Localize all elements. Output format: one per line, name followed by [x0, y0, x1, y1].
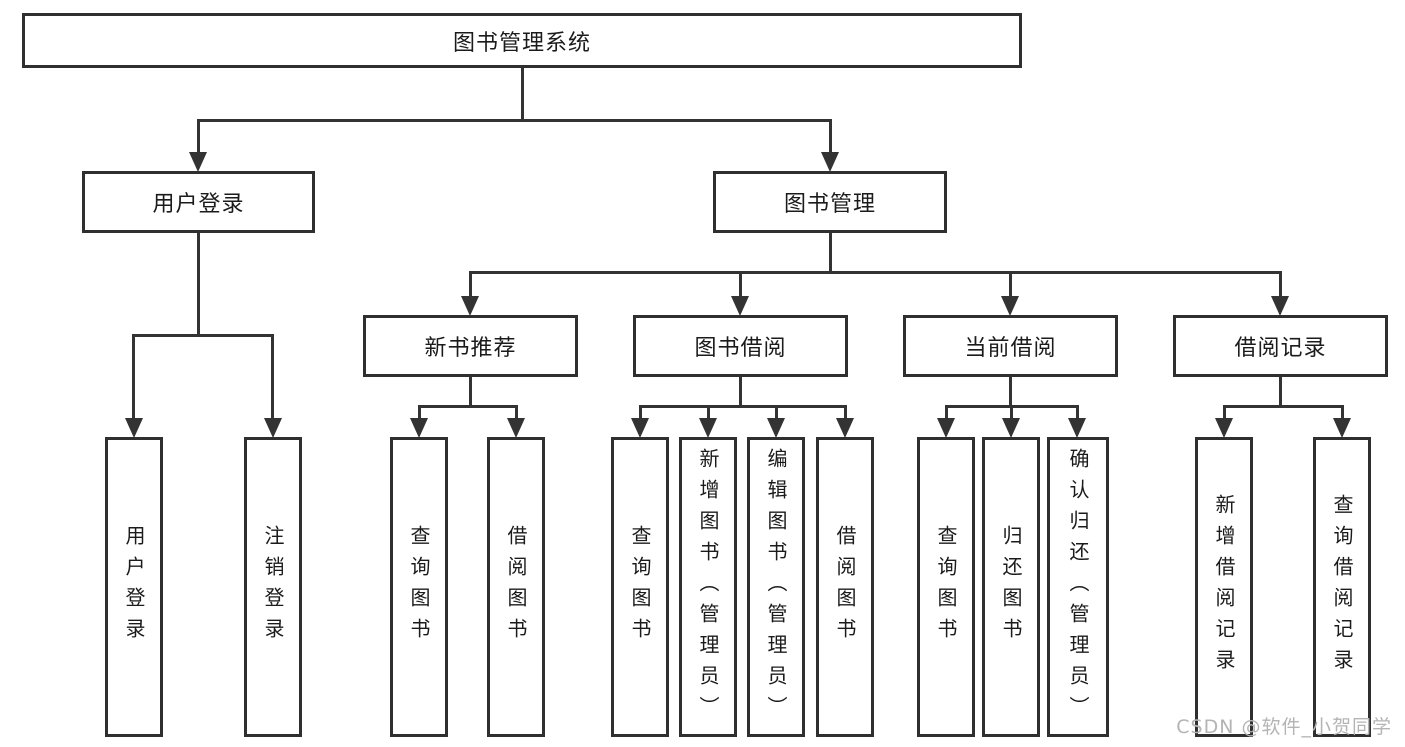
arrow-down-icon	[507, 418, 525, 438]
leaf-add-book-admin: 新增图书（管理员）	[679, 437, 737, 737]
connector-vline	[197, 119, 200, 157]
node-label: 借阅图书	[833, 525, 857, 649]
csdn-watermark: CSDN @软件_小贺同学	[1176, 716, 1392, 738]
node-label: 当前借阅	[964, 336, 1057, 361]
connector-vline	[844, 405, 847, 423]
arrow-down-icon	[1271, 296, 1289, 316]
connector-vline	[1009, 271, 1012, 301]
connector-vline	[1279, 271, 1282, 301]
arrow-down-icon	[410, 418, 428, 438]
connector-vline	[639, 405, 642, 423]
node-book-management: 图书管理	[713, 171, 947, 233]
connector-vline	[1076, 405, 1079, 423]
connector-hline	[469, 271, 1282, 274]
connector-vline	[739, 271, 742, 301]
arrow-down-icon	[1333, 418, 1351, 438]
connector-hline	[132, 334, 274, 337]
connector-vline	[829, 231, 832, 274]
connector-vline	[521, 66, 524, 121]
leaf-logout: 注销登录	[244, 437, 302, 737]
connector-vline	[1223, 405, 1226, 423]
arrow-down-icon	[125, 418, 143, 438]
connector-vline	[829, 119, 832, 157]
node-label: 图书管理系统	[452, 30, 591, 56]
arrow-down-icon	[1068, 418, 1086, 438]
node-label: 新书推荐	[424, 336, 517, 361]
node-label: 编辑图书（管理员）	[764, 447, 788, 727]
connector-hline	[639, 405, 847, 408]
arrow-down-icon	[836, 418, 854, 438]
connector-vline	[775, 405, 778, 423]
arrow-down-icon	[731, 296, 749, 316]
node-label: 注销登录	[261, 525, 285, 649]
arrow-down-icon	[264, 418, 282, 438]
connector-vline	[1009, 375, 1012, 408]
node-new-book-recommend: 新书推荐	[363, 315, 578, 377]
leaf-borrow-books: 借阅图书	[487, 437, 545, 737]
leaf-edit-book-admin: 编辑图书（管理员）	[747, 437, 805, 737]
leaf-query-books-2: 查询图书	[611, 437, 669, 737]
connector-vline	[132, 334, 135, 424]
arrow-down-icon	[937, 418, 955, 438]
connector-hline	[197, 119, 832, 122]
node-label: 用户登录	[122, 525, 146, 649]
connector-vline	[945, 405, 948, 423]
connector-vline	[1279, 375, 1282, 408]
node-user-login: 用户登录	[82, 171, 315, 233]
leaf-return-book: 归还图书	[982, 437, 1040, 737]
connector-vline	[469, 375, 472, 408]
leaf-query-books: 查询图书	[390, 437, 448, 737]
node-label: 图书管理	[783, 192, 876, 217]
connector-vline	[515, 405, 518, 423]
leaf-add-borrow-record: 新增借阅记录	[1195, 437, 1253, 737]
connector-hline	[418, 405, 518, 408]
leaf-confirm-return-admin: 确认归还（管理员）	[1047, 437, 1109, 737]
arrow-down-icon	[699, 418, 717, 438]
connector-vline	[739, 375, 742, 408]
node-current-borrowing: 当前借阅	[903, 315, 1118, 377]
node-label: 新增图书（管理员）	[696, 447, 720, 727]
node-label: 借阅图书	[504, 525, 528, 649]
node-label: 用户登录	[152, 192, 245, 217]
connector-vline	[1341, 405, 1344, 423]
leaf-query-books-3: 查询图书	[917, 437, 975, 737]
arrow-down-icon	[767, 418, 785, 438]
node-label: 新增借阅记录	[1212, 494, 1236, 680]
leaf-user-login: 用户登录	[105, 437, 163, 737]
node-label: 查询图书	[934, 525, 958, 649]
connector-vline	[469, 271, 472, 301]
arrow-down-icon	[1002, 418, 1020, 438]
arrow-down-icon	[631, 418, 649, 438]
node-borrowing-records: 借阅记录	[1173, 315, 1388, 377]
arrow-down-icon	[189, 152, 207, 172]
node-label: 确认归还（管理员）	[1066, 447, 1090, 727]
arrow-down-icon	[461, 296, 479, 316]
node-label: 图书借阅	[694, 336, 787, 361]
arrow-down-icon	[1215, 418, 1233, 438]
node-label: 查询借阅记录	[1330, 494, 1354, 680]
connector-vline	[418, 405, 421, 423]
node-book-borrowing: 图书借阅	[633, 315, 848, 377]
connector-vline	[271, 334, 274, 424]
connector-hline	[1223, 405, 1344, 408]
connector-vline	[197, 231, 200, 337]
connector-vline	[707, 405, 710, 423]
node-label: 查询图书	[407, 525, 431, 649]
node-label: 查询图书	[628, 525, 652, 649]
leaf-borrow-books-2: 借阅图书	[816, 437, 874, 737]
node-label: 借阅记录	[1234, 336, 1327, 361]
node-library-management-system: 图书管理系统	[22, 13, 1022, 68]
arrow-down-icon	[1001, 296, 1019, 316]
connector-vline	[1010, 405, 1013, 423]
node-label: 归还图书	[999, 525, 1023, 649]
arrow-down-icon	[821, 152, 839, 172]
leaf-query-borrow-record: 查询借阅记录	[1313, 437, 1371, 737]
